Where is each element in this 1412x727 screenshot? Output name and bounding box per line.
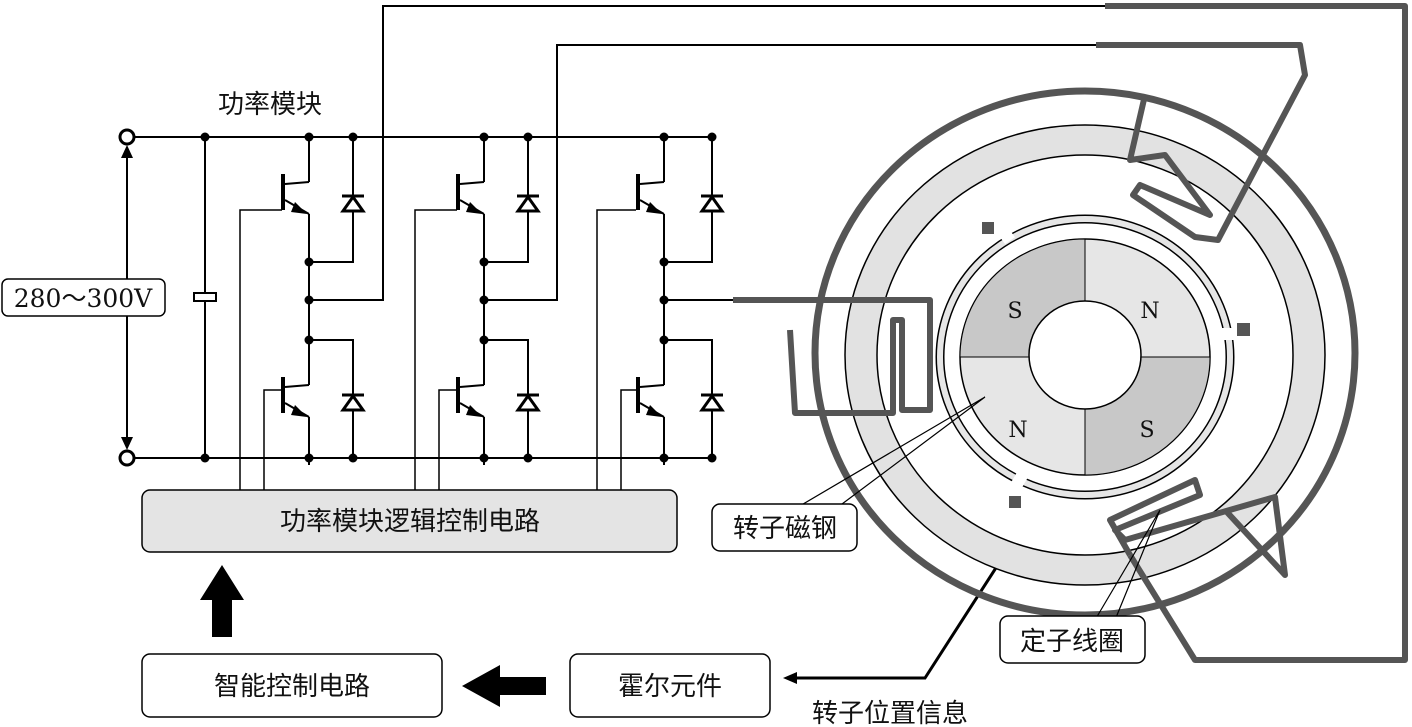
motor: S N N S	[733, 3, 1408, 663]
rotor-position-label: 转子位置信息	[812, 699, 968, 727]
rotor-magnet-callout: 转子磁钢	[711, 396, 986, 552]
diode-lower	[309, 339, 366, 458]
hall-sensor-icon	[982, 222, 994, 234]
smart-control-label: 智能控制电路	[214, 672, 370, 702]
igbt-lower	[456, 340, 485, 465]
pole-label: N	[1140, 299, 1159, 324]
junction-dot	[659, 257, 669, 267]
junction-dot	[304, 257, 314, 267]
pole-label: S	[1139, 418, 1154, 443]
negative-terminal	[118, 449, 136, 467]
voltage-label-box	[1, 278, 166, 317]
smart-control-block	[141, 653, 443, 718]
phase-wires	[309, 5, 1105, 301]
pole-label: N	[1008, 418, 1027, 443]
hall-sensor-label: 霍尔元件	[618, 672, 722, 702]
junction-dot	[479, 257, 489, 267]
junction-dot	[479, 335, 489, 345]
junction-dot	[707, 453, 717, 463]
pole-label: S	[1007, 299, 1022, 324]
junction-dot	[659, 132, 669, 142]
junction-dot	[304, 335, 314, 345]
dc-bus	[134, 136, 712, 459]
junction-dot	[523, 132, 533, 142]
power-module-title: 功率模块	[218, 90, 322, 120]
diode-upper	[484, 137, 541, 263]
positive-terminal	[118, 128, 136, 146]
junction-dot	[348, 132, 358, 142]
junction-dot	[659, 335, 669, 345]
up-arrow-icon	[200, 565, 244, 637]
rotor-magnet-label: 转子磁钢	[733, 514, 837, 544]
junction-dot	[304, 132, 314, 142]
stator-coils	[733, 3, 1408, 663]
diode-upper	[664, 137, 725, 263]
junction-dot	[707, 132, 717, 142]
left-arrow-icon	[462, 665, 546, 707]
diode-upper	[309, 137, 366, 263]
bridge-leg-phase-c	[636, 132, 725, 465]
junction-dot	[479, 453, 489, 463]
hall-sensor-block	[569, 653, 771, 718]
junction-dot	[659, 453, 669, 463]
junction-dot	[523, 453, 533, 463]
stator-coil-label: 定子线圈	[1020, 627, 1124, 657]
junction-dot	[348, 453, 358, 463]
junction-dot	[304, 453, 314, 463]
rotor-position-line	[795, 514, 1032, 680]
rotor-shaft	[1028, 300, 1142, 410]
gate-lines	[239, 209, 636, 490]
logic-control-label: 功率模块逻辑控制电路	[280, 507, 540, 537]
voltage-label: 280～300V	[14, 284, 153, 313]
capacitor	[193, 132, 217, 463]
bridge-leg-phase-b	[456, 132, 541, 465]
igbt-upper	[281, 137, 310, 262]
igbt-upper	[636, 137, 665, 262]
stator-coil-callout: 定子线圈	[999, 509, 1161, 664]
diode-lower	[484, 339, 541, 458]
igbt-lower	[636, 340, 665, 465]
hall-sensor-icon	[1237, 323, 1250, 336]
junction-dot	[479, 132, 489, 142]
bridge-leg-phase-a	[281, 132, 366, 465]
hall-sensor-icon	[1009, 496, 1021, 508]
igbt-lower	[281, 340, 310, 465]
igbt-upper	[456, 137, 485, 262]
logic-control-block	[141, 489, 678, 553]
diode-lower	[664, 339, 725, 458]
rotor-position-arrow-icon	[783, 672, 797, 684]
